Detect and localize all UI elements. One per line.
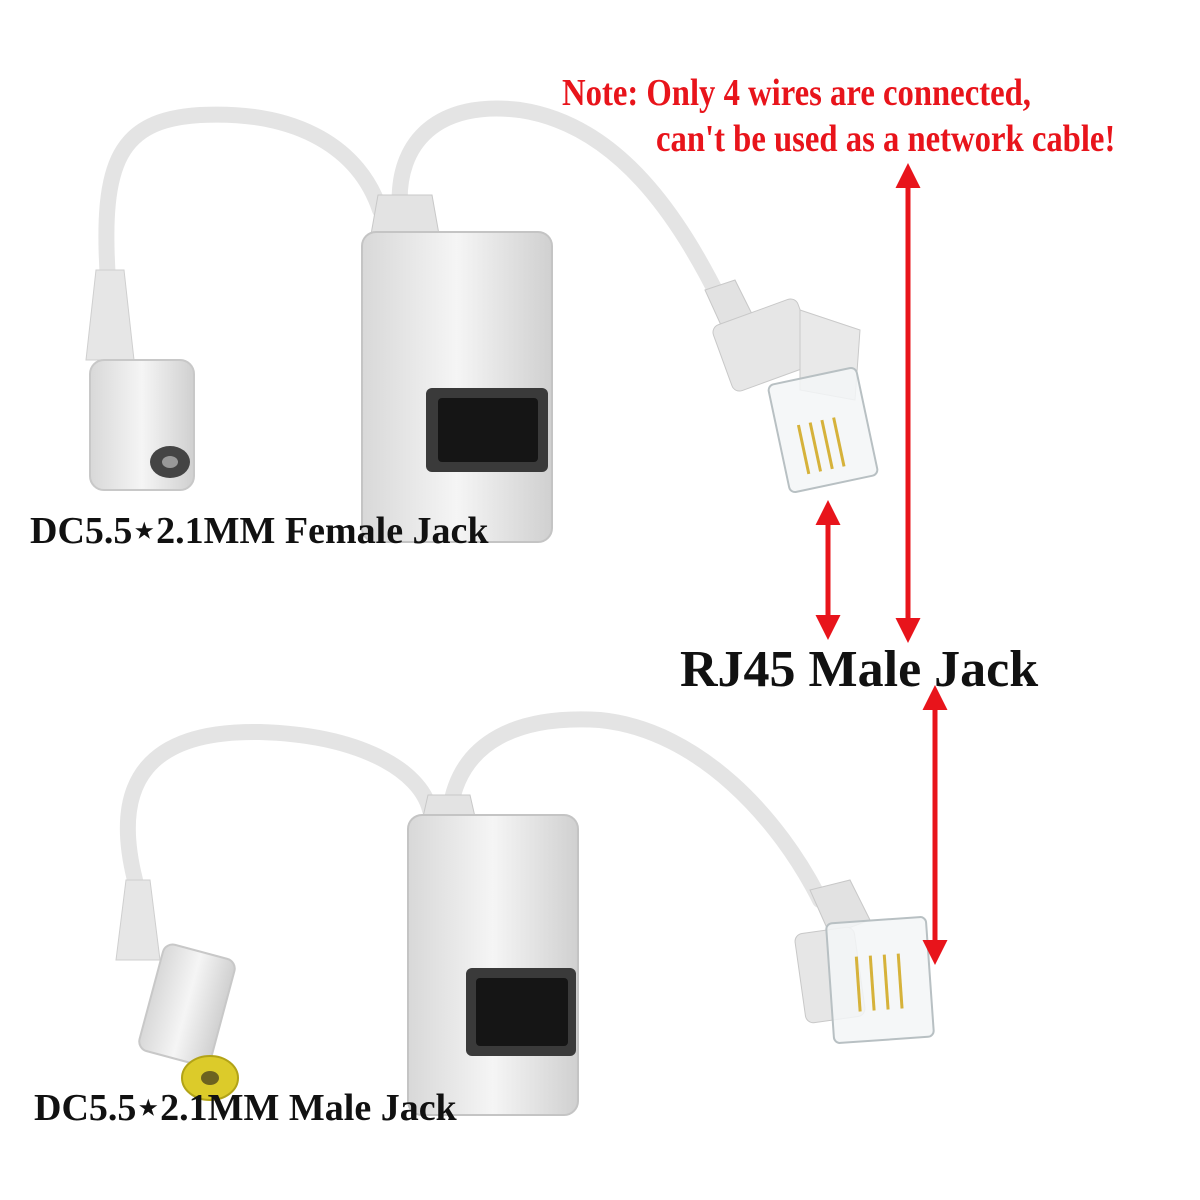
- bottom-rj45-cable: [442, 711, 828, 908]
- rj45-jack-label: RJ45 Male Jack: [680, 641, 1039, 698]
- female-jack-label: DC5.5⋆2.1MM Female Jack: [30, 510, 489, 552]
- annotation-arrows: [815, 163, 948, 965]
- top-rj45-coupler: [361, 231, 553, 543]
- note-line-2: can't be used as a network cable!: [656, 118, 1116, 160]
- bottom-cable-assembly: [115, 711, 935, 1116]
- top-rj45-cable: [391, 100, 728, 308]
- top-dc-cable: [98, 106, 388, 288]
- dc-male-plug: [138, 943, 236, 1067]
- male-jack-label: DC5.5⋆2.1MM Male Jack: [34, 1087, 457, 1129]
- bottom-rj45-coupler: [407, 814, 579, 1116]
- bottom-rj45-plug-head: [825, 916, 935, 1044]
- note-line-1: Note: Only 4 wires are connected,: [562, 72, 1031, 114]
- bottom-dc-cable: [119, 723, 438, 888]
- top-cable-assembly: [85, 100, 879, 543]
